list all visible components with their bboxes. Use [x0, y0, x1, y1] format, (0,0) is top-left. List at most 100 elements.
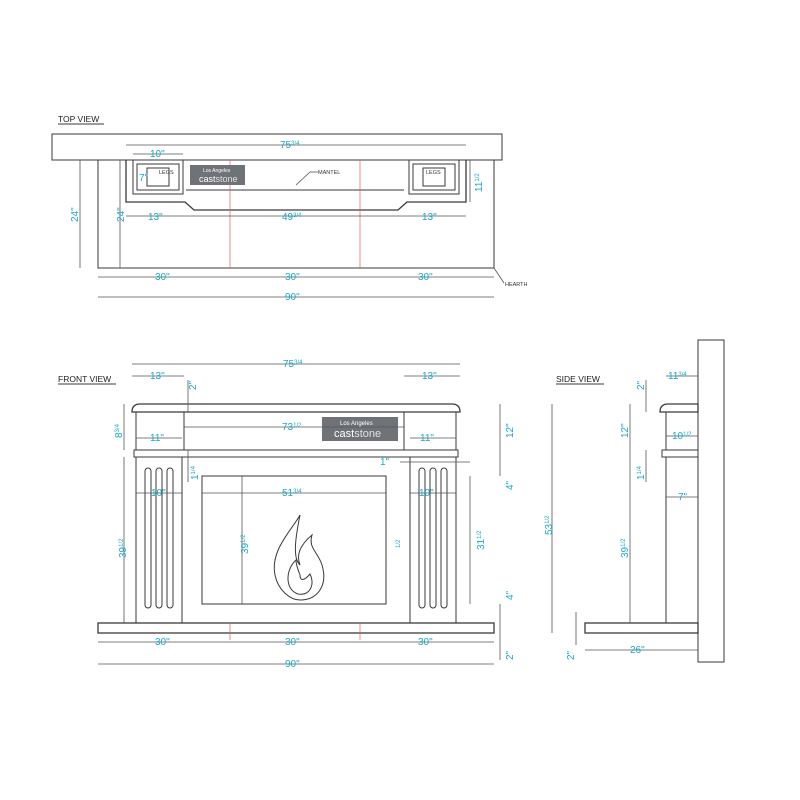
top-wall — [51, 133, 503, 161]
front-dim-13-right: 13" — [422, 371, 437, 382]
front-flutes-left — [144, 467, 174, 609]
top-dim-7: 7" — [139, 173, 149, 184]
side-band — [661, 449, 699, 458]
top-dim-13-right: 13" — [422, 212, 437, 223]
top-leg-right-core — [422, 167, 446, 187]
top-logo: Los Angeles caststone — [190, 165, 245, 185]
flame-icon — [273, 514, 325, 601]
side-view: SIDE VIEW 113/4 2" 12" 101/2 11/4 7" — [544, 339, 725, 663]
front-logo-bg — [322, 417, 398, 441]
side-dim-2: 2" — [636, 380, 647, 390]
top-dim-24-inner: 24" — [116, 207, 127, 222]
top-dim-30-2: 30" — [285, 272, 300, 283]
top-view: TOP VIEW Los Angeles caststone 753/4 10" — [51, 114, 528, 303]
top-leg-left-core — [146, 167, 170, 187]
flute — [166, 467, 174, 609]
front-band — [133, 449, 459, 458]
top-leg-left — [132, 159, 184, 195]
front-dim-30-3: 30" — [418, 637, 433, 648]
front-dim-band: 11/4 — [190, 465, 201, 480]
flute — [418, 467, 426, 609]
side-wall — [697, 339, 725, 663]
top-mantel-outline — [125, 160, 467, 211]
side-dim-53: 531/2 — [544, 515, 555, 535]
front-dim-2: 2" — [188, 380, 199, 390]
top-dim-13-left: 13" — [148, 212, 163, 223]
front-dim-39-leg: 391/2 — [118, 538, 129, 558]
top-logo-line1: Los Angeles — [203, 168, 231, 174]
flute — [144, 467, 152, 609]
side-hearth — [584, 622, 699, 634]
top-dim-75: 753/4 — [280, 140, 300, 151]
front-dim-39-opening: 391/2 — [240, 534, 251, 554]
front-dim-8: 83/4 — [114, 423, 125, 438]
top-dim-49: 493/4 — [282, 212, 302, 223]
side-leg — [665, 456, 699, 624]
front-dim-30-1: 30" — [155, 637, 170, 648]
side-dim-band: 11/4 — [636, 465, 647, 480]
front-logo: Los Angeles caststone — [322, 417, 398, 441]
front-firebox — [201, 475, 387, 605]
top-dim-11: 111/2 — [474, 173, 485, 192]
front-dim-73: 731/2 — [282, 422, 302, 433]
top-leg-left-hatch — [136, 163, 180, 191]
front-leg-right — [409, 456, 457, 624]
front-dim-11-right: 11" — [420, 433, 434, 444]
top-dim-90: 90" — [285, 292, 300, 303]
top-hearth-label: HEARTH — [505, 282, 528, 288]
top-dim-24-outer: 24" — [70, 207, 81, 222]
flute — [429, 467, 437, 609]
front-dim-30-2: 30" — [285, 637, 300, 648]
front-shelf — [131, 403, 461, 413]
front-dim-hearth-height: 2" — [505, 650, 516, 660]
top-dim-10: 10" — [150, 149, 165, 160]
top-logo-cast: caststone — [199, 174, 238, 184]
front-dim-10-left: 10" — [151, 488, 166, 499]
top-legs-left-label: LEGS — [159, 170, 174, 176]
front-dim-13-left: 13" — [150, 371, 165, 382]
top-hearth-leader — [493, 267, 505, 284]
top-logo-bg — [190, 165, 245, 185]
front-dim-12: 12" — [505, 423, 516, 438]
front-dim-75: 753/4 — [283, 359, 303, 370]
side-dim-39: 391/2 — [620, 538, 631, 558]
front-logo-cast: caststone — [334, 428, 381, 440]
front-dim-half: 1/2 — [396, 539, 402, 548]
top-hearth-outline — [97, 159, 495, 269]
flame-outer — [273, 514, 325, 601]
front-dim-10-right: 10" — [419, 488, 434, 499]
top-view-title: TOP VIEW — [58, 114, 99, 124]
side-dim-26: 26" — [630, 645, 645, 656]
front-view-title: FRONT VIEW — [58, 374, 111, 384]
top-legs-right-label: LEGS — [426, 170, 441, 176]
front-dim-1: 1" — [380, 457, 390, 468]
top-mantel-label: MANTEL — [318, 170, 340, 176]
top-dim-30-3: 30" — [418, 272, 433, 283]
top-leg-right — [408, 159, 460, 195]
side-dim-7: 7" — [678, 492, 688, 503]
front-dim-4-top: 4" — [505, 480, 516, 490]
front-dim-90: 90" — [285, 659, 300, 670]
top-dim-30-1: 30" — [155, 272, 170, 283]
front-flutes-right — [418, 467, 448, 609]
front-dim-11-left: 11" — [150, 433, 164, 444]
flute — [440, 467, 448, 609]
flame-inner — [287, 558, 313, 595]
side-dim-10: 101/2 — [672, 431, 692, 442]
flute — [155, 467, 163, 609]
front-leg-left — [135, 456, 183, 624]
front-hearth — [97, 622, 495, 634]
top-leg-right-hatch — [412, 163, 456, 191]
side-shelf — [659, 403, 699, 413]
front-dim-31: 311/2 — [476, 530, 487, 550]
front-view: FRONT VIEW — [58, 359, 516, 670]
side-dim-11: 113/4 — [668, 371, 687, 382]
top-mantel-leader — [295, 171, 311, 186]
side-dim-hearth-height: 2" — [566, 650, 577, 660]
side-view-title: SIDE VIEW — [556, 374, 600, 384]
side-dim-12: 12" — [620, 423, 631, 438]
front-dim-51: 513/4 — [282, 488, 302, 499]
front-logo-line1: Los Angeles — [340, 421, 373, 427]
